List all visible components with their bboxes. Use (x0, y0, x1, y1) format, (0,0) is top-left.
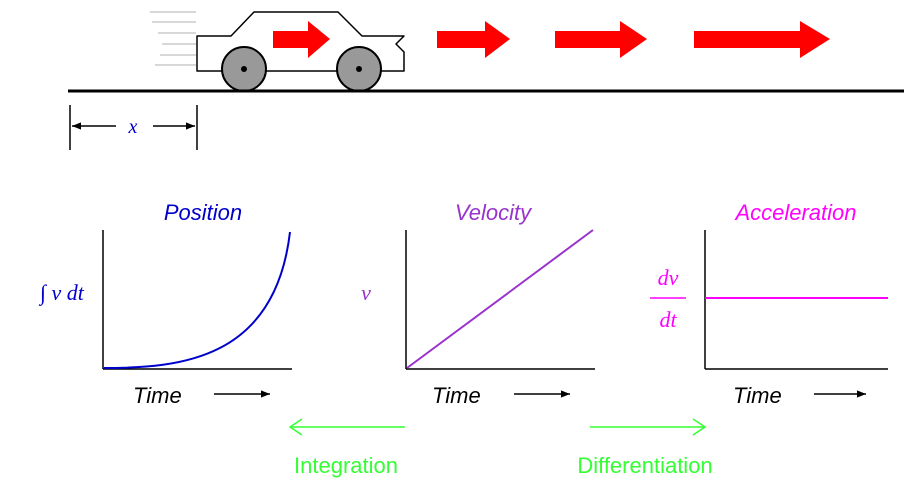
acceleration-title: Acceleration (733, 200, 856, 225)
acceleration-ylabel-num: dv (658, 265, 679, 290)
differentiation-label: Differentiation (577, 453, 712, 478)
integration-operation: Integration (290, 419, 405, 478)
velocity-arrow-icon (694, 21, 830, 58)
velocity-ylabel: v (361, 280, 371, 305)
differentiation-operation: Differentiation (577, 419, 712, 478)
distance-label: x (128, 116, 138, 138)
motion-lines (150, 12, 196, 65)
velocity-line (407, 230, 593, 368)
velocity-xlabel: Time (432, 383, 481, 408)
velocity-arrow-icon (437, 21, 510, 58)
position-graph: Position ∫ v dt Time (38, 200, 292, 408)
car-icon (197, 12, 404, 91)
position-ylabel: ∫ v dt (38, 280, 85, 306)
position-title: Position (164, 200, 242, 225)
acceleration-graph: Acceleration dv dt Time (650, 200, 888, 408)
front-wheel (337, 47, 381, 91)
position-curve (104, 232, 290, 368)
velocity-arrow-icon (555, 21, 647, 58)
integration-label: Integration (294, 453, 398, 478)
velocity-title: Velocity (455, 200, 533, 225)
velocity-graph: Velocity v Time (361, 200, 595, 408)
position-xlabel: Time (133, 383, 182, 408)
rear-wheel (222, 47, 266, 91)
acceleration-ylabel-den: dt (659, 307, 677, 332)
acceleration-xlabel: Time (733, 383, 782, 408)
